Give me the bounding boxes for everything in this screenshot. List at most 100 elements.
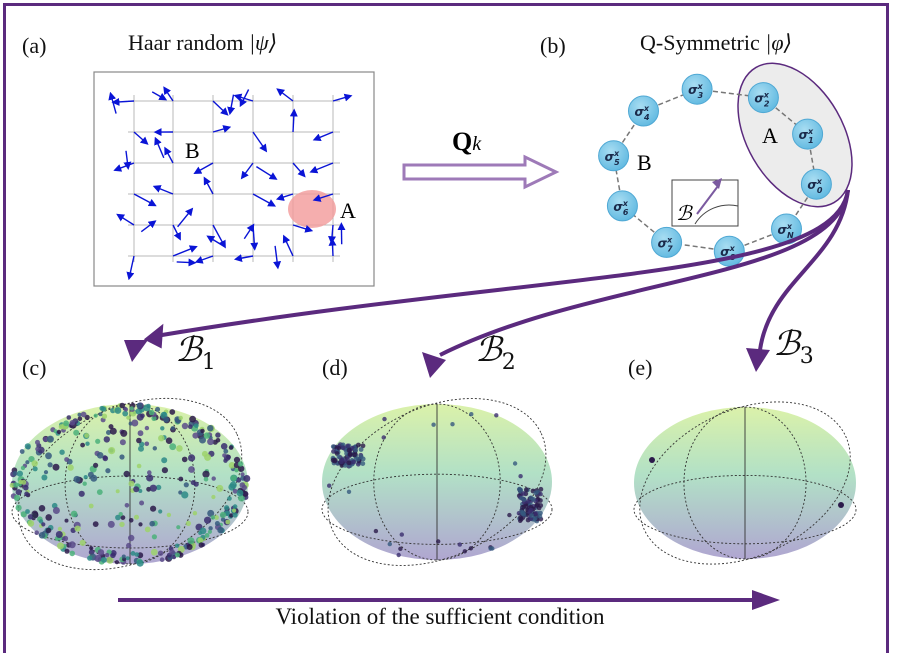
state-point [188,424,193,429]
state-point [20,449,25,454]
state-point [139,501,144,506]
state-point [179,416,183,420]
state-point [327,484,331,488]
state-point [221,443,228,450]
state-point [519,510,523,514]
state-point [41,475,47,481]
state-point [138,430,144,436]
state-point [83,482,87,486]
state-point [94,414,98,418]
state-point [838,502,844,508]
state-point [150,485,157,492]
state-point [166,437,173,444]
state-point [122,555,126,559]
state-point [80,443,85,448]
state-point [45,452,52,459]
state-point [223,459,227,463]
state-point [348,452,353,457]
state-point [116,489,120,493]
state-point [243,475,250,482]
state-point [81,412,87,418]
state-point [649,457,655,463]
state-point [124,407,128,411]
state-point [75,526,81,532]
state-point [211,495,215,499]
state-point [28,520,35,527]
state-point [538,492,542,496]
state-point [136,438,142,444]
state-point [518,474,522,478]
inset-label: ℬ [676,201,693,225]
state-point [87,556,92,561]
state-point [232,508,236,512]
state-point [436,539,440,543]
state-point [400,532,404,536]
state-point [176,525,180,529]
state-point [152,534,157,539]
state-point [217,527,224,534]
state-point [145,442,150,447]
state-point [224,505,229,510]
state-point [337,446,341,450]
state-point [70,420,76,426]
state-point [129,518,134,523]
state-point [199,542,204,547]
state-point [388,542,392,546]
state-point [518,519,522,523]
state-point [347,460,352,465]
state-point [167,513,171,517]
state-point [67,464,73,470]
state-point [101,406,106,411]
state-point [229,445,234,450]
state-point [131,420,138,427]
state-point [89,546,93,550]
state-point [397,553,401,557]
state-point [105,553,109,557]
state-point [189,416,196,423]
state-point [193,511,197,515]
state-point [120,439,126,445]
state-point [98,549,105,556]
state-point [240,472,244,476]
state-point [46,528,52,534]
state-point [69,541,76,548]
state-point [119,403,125,409]
state-point [53,507,60,514]
state-point [158,509,162,513]
state-point [231,475,237,481]
state-point [208,530,212,534]
state-point [220,512,226,518]
state-point [158,551,163,556]
state-point [128,535,134,541]
state-point [18,480,22,484]
state-point [178,477,183,482]
state-point [242,485,247,490]
state-point [431,423,435,427]
state-point [39,532,46,539]
state-point [398,547,402,551]
state-point [115,407,122,414]
state-point [163,417,169,423]
state-point [223,449,228,454]
state-point [39,505,46,512]
state-point [529,496,534,501]
q-transform-arrow [404,157,556,187]
state-point [53,464,60,471]
state-point [71,511,78,518]
state-point [176,445,183,452]
state-point [95,439,100,444]
state-point [169,409,175,415]
state-point [134,515,139,520]
state-point [345,444,350,449]
state-point [108,521,115,528]
state-point [216,438,221,443]
state-point [200,528,207,535]
state-point [41,522,45,526]
state-point [359,447,364,452]
state-point [137,560,144,567]
q-transform-label: Qk [452,127,482,156]
